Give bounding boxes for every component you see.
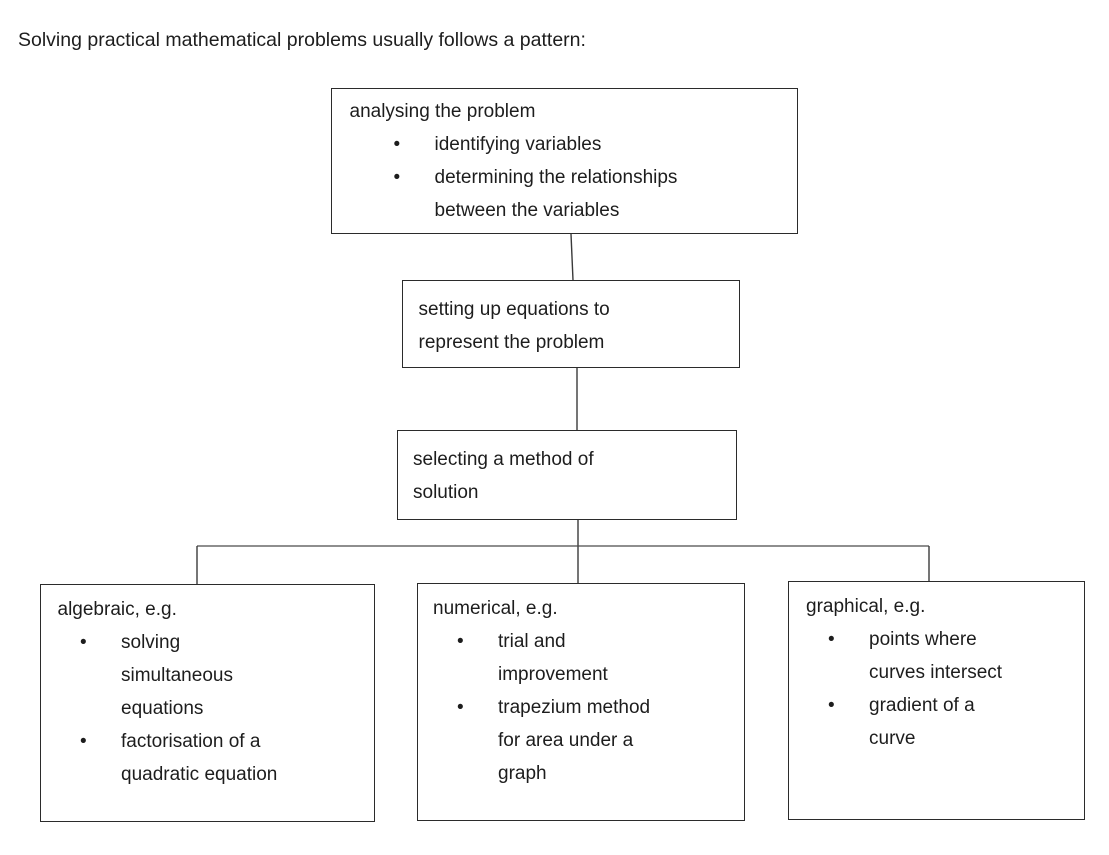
bullet-item: • factorisation of a quadratic equation <box>41 725 370 791</box>
bullet-item: • identifying variables <box>332 128 791 161</box>
box-algebraic: algebraic, e.g. • solving simultaneous e… <box>40 584 375 822</box>
bullet-text: trapezium method for area under a graph <box>498 697 651 784</box>
connector-line <box>570 233 574 281</box>
bullet-text: trial and improvement <box>498 631 608 685</box>
box-graphical: graphical, e.g. • points where curves in… <box>788 581 1085 820</box>
bullet-icon: • <box>457 631 464 652</box>
box-heading: analysing the problem <box>349 101 536 122</box>
bullet-text: solving simultaneous equations <box>121 632 233 719</box>
box-heading: graphical, e.g. <box>806 596 926 617</box>
bullet-text: points where curves intersect <box>869 629 1003 683</box>
bullet-icon: • <box>393 167 401 188</box>
bullet-item: • trial and improvement <box>418 625 740 691</box>
bullet-icon: • <box>80 632 87 653</box>
bullet-icon: • <box>828 695 835 716</box>
bullet-item: • points where curves intersect <box>789 623 1080 689</box>
box-heading: setting up equations to represent the pr… <box>418 299 610 353</box>
bullet-text: identifying variables <box>434 134 602 155</box>
bullet-item: • gradient of a curve <box>789 689 1080 755</box>
bullet-icon: • <box>80 731 87 752</box>
page-title: Solving practical mathematical problems … <box>18 29 586 51</box>
bullet-icon: • <box>393 134 401 155</box>
bullet-icon: • <box>457 697 464 718</box>
box-analysing-problem: analysing the problem • identifying vari… <box>331 88 798 234</box>
bullet-icon: • <box>828 629 835 650</box>
bullet-text: gradient of a curve <box>869 695 975 749</box>
box-heading: selecting a method of solution <box>413 449 594 503</box>
box-heading: algebraic, e.g. <box>57 599 177 620</box>
bullet-text: determining the relationships between th… <box>434 167 678 221</box>
box-numerical: numerical, e.g. • trial and improvement … <box>417 583 745 821</box>
box-setting-up-equations: setting up equations to represent the pr… <box>402 280 740 368</box>
bullet-item: • determining the relationships between … <box>332 161 791 227</box>
bullet-item: • solving simultaneous equations <box>41 626 370 725</box>
bullet-text: factorisation of a quadratic equation <box>121 731 278 785</box>
box-heading: numerical, e.g. <box>433 598 558 619</box>
box-selecting-method: selecting a method of solution <box>397 430 737 520</box>
bullet-item: • trapezium method for area under a grap… <box>418 691 740 790</box>
